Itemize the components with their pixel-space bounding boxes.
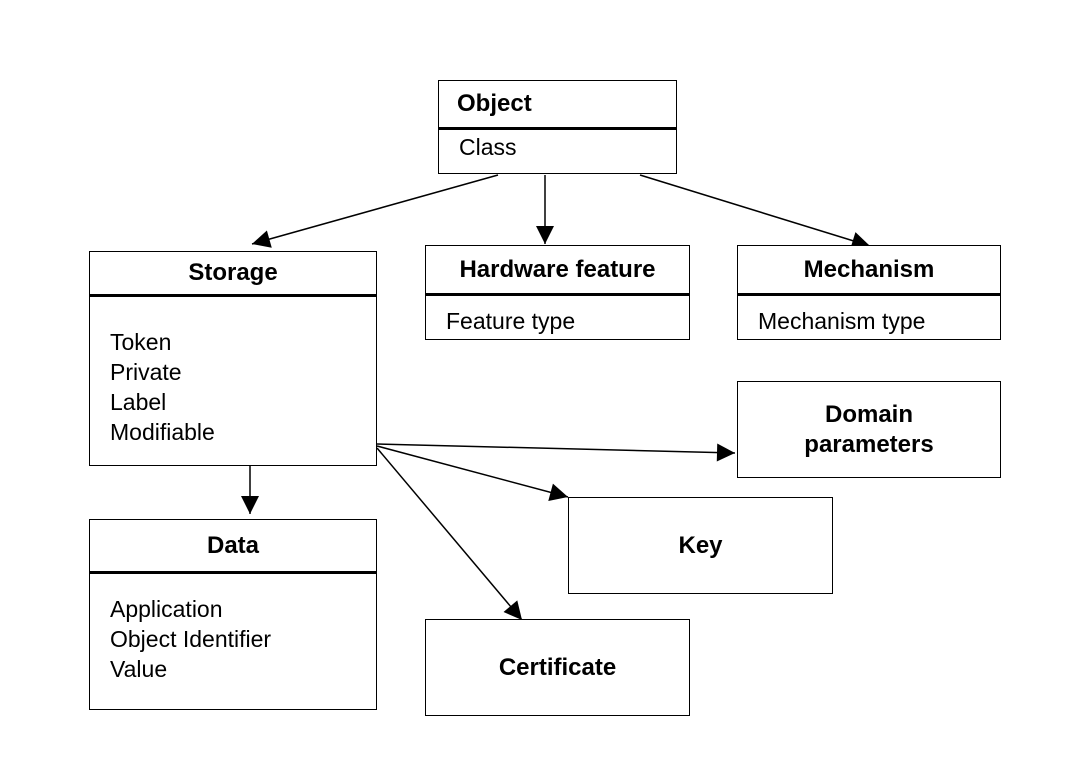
attribute-private: Private [110,359,182,385]
certificate-class-box: Certificate [425,619,690,716]
hardware-feature-attributes: Feature type [426,296,689,334]
object-class-box: Object Class [438,80,677,174]
attribute-value: Value [110,656,168,682]
attribute-token: Token [110,329,172,355]
storage-attributes: Token Private Label Modifiable [90,297,376,447]
data-title: Data [90,520,376,574]
hardware-feature-title: Hardware feature [426,246,689,296]
attribute-class: Class [459,134,517,160]
attribute-application: Application [110,596,223,622]
key-title: Key [678,531,723,559]
storage-class-box: Storage Token Private Label Modifiable [89,251,377,466]
attribute-mechanism-type: Mechanism type [758,308,926,334]
mechanism-attributes: Mechanism type [738,296,1000,334]
attribute-feature-type: Feature type [446,308,576,334]
arrow-storage-to-certificate [376,447,523,621]
attribute-object-identifier: Object Identifier [110,626,272,652]
object-title: Object [439,81,676,130]
storage-title: Storage [90,252,376,297]
arrow-storage-to-key [376,445,569,502]
attribute-label: Label [110,389,167,415]
domain-parameters-class-box: Domain parameters [737,381,1001,478]
mechanism-class-box: Mechanism Mechanism type [737,245,1001,340]
arrow-storage-to-domain-parameters [376,443,736,462]
arrow-object-to-mechanism [639,174,871,250]
domain-parameters-title-line1: Domain [824,400,913,428]
mechanism-title: Mechanism [738,246,1000,296]
attribute-modifiable: Modifiable [110,419,215,445]
domain-parameters-title-line2: parameters [804,430,934,458]
arrow-object-to-storage [251,174,499,248]
data-class-box: Data Application Object Identifier Value [89,519,377,710]
object-attributes: Class [439,130,676,162]
hardware-feature-class-box: Hardware feature Feature type [425,245,690,340]
data-attributes: Application Object Identifier Value [90,574,376,684]
key-class-box: Key [568,497,833,594]
certificate-title: Certificate [498,653,617,681]
